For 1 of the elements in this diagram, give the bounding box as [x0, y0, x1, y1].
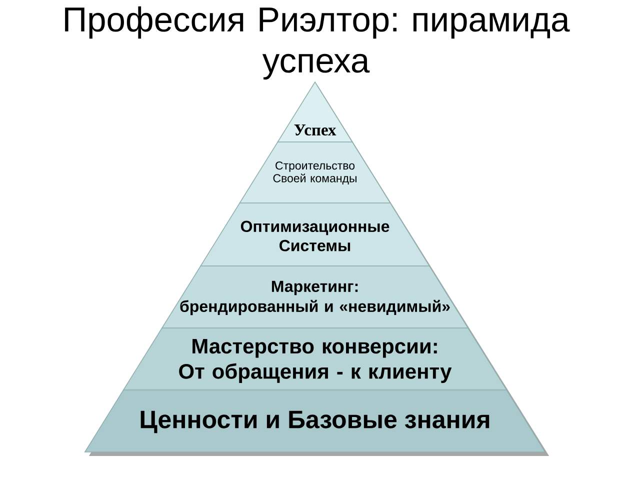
title: Профессия Риэлтор: пирамида успеха: [65, 6, 570, 80]
